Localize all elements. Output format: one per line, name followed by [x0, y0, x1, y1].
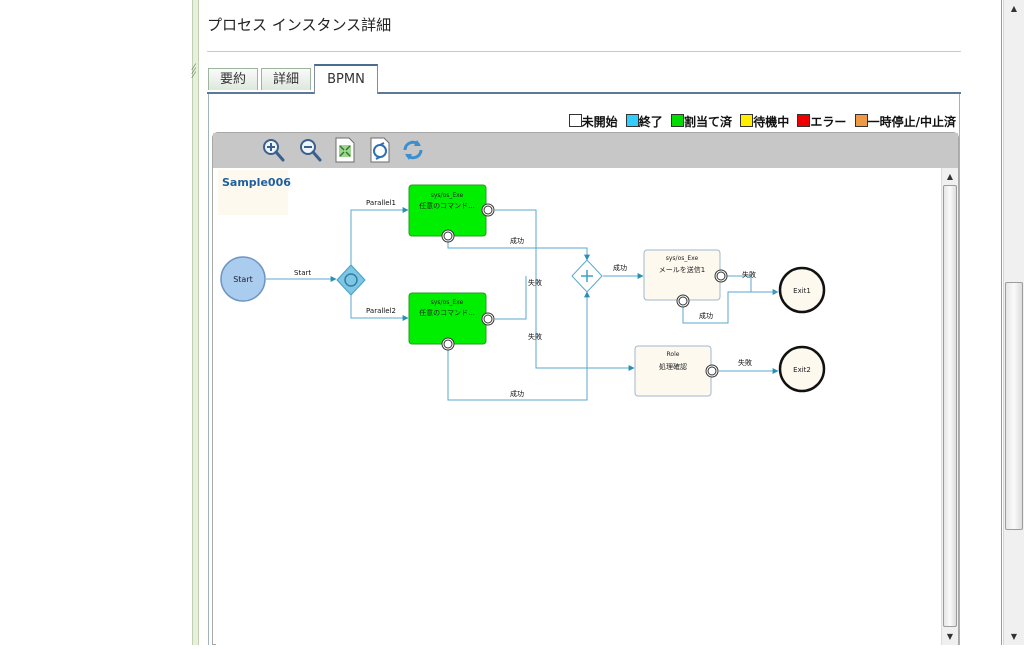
- page-title: プロセス インスタンス詳細: [207, 16, 392, 34]
- legend-label-suspended: 一時停止/中止済: [867, 115, 956, 129]
- legend-swatch-suspended: [854, 114, 868, 127]
- refresh-icon: [403, 140, 423, 160]
- process-name: Sample006: [222, 176, 291, 189]
- task-2-type: sys/os_Exe: [431, 299, 464, 306]
- legend-label-waiting: 待機中: [753, 115, 790, 129]
- tab-bpmn[interactable]: BPMN: [314, 64, 378, 94]
- start-event-label: Start: [233, 275, 253, 284]
- flow-label-success3: 成功: [613, 263, 627, 272]
- tab-panel: [208, 94, 960, 645]
- legend-label-assigned: 割当て済: [684, 115, 733, 129]
- tab-summary[interactable]: 要約: [208, 68, 258, 90]
- flow-success2: [447, 291, 590, 401]
- end-event-exit2-label: Exit2: [793, 366, 811, 374]
- legend-label-finished: 終了: [638, 115, 663, 129]
- zoom-out-button[interactable]: [297, 136, 323, 164]
- viewer-toolbar: [213, 133, 958, 168]
- tab-baseline: [207, 92, 961, 94]
- legend-swatch-assigned: [671, 114, 684, 127]
- flow-fail1: [495, 209, 635, 371]
- fit-page-icon: [335, 137, 355, 163]
- diagram-canvas: Sample006 Start Parallel1 Parallel2 成功 失…: [216, 168, 941, 645]
- join-gateway-plus-icon: [581, 270, 593, 282]
- export-button[interactable]: [367, 136, 393, 164]
- flow-label-fail3: 失敗: [742, 270, 756, 279]
- end-event-exit2[interactable]: [778, 345, 826, 393]
- flow-label-fail1: 失敗: [528, 278, 542, 287]
- split-gateway-icon: [344, 273, 358, 287]
- start-event[interactable]: [220, 256, 266, 302]
- task-4-name: 処理確認: [659, 362, 687, 371]
- title-divider: [207, 51, 961, 52]
- flow-label-fail4: 失敗: [738, 358, 752, 367]
- page-scroll-up-arrow-icon[interactable]: ▲: [1010, 4, 1018, 13]
- status-legend: 未開始 終了 割当て済 待機中 エラー 一時停止/中止済: [560, 113, 956, 130]
- page-scroll-down-arrow-icon[interactable]: ▼: [1010, 632, 1018, 641]
- task-4-type: Role: [667, 351, 680, 358]
- page-scroll-thumb[interactable]: [1005, 282, 1023, 530]
- task-2-name: 任意のコマンド...: [419, 308, 475, 317]
- legend-label-not-started: 未開始: [581, 115, 618, 129]
- split-gateway[interactable]: [336, 264, 366, 296]
- flow-label-success1: 成功: [510, 236, 524, 245]
- end-event-exit1-label: Exit1: [793, 287, 811, 295]
- flow-parallel2: [350, 293, 409, 321]
- legend-swatch-waiting: [740, 114, 754, 127]
- task-3-name: メールを送信1: [659, 265, 705, 274]
- flow-fail2: [495, 276, 527, 320]
- scroll-down-arrow-icon[interactable]: ▼: [946, 632, 954, 641]
- left-pane: [0, 0, 192, 645]
- scroll-up-arrow-icon[interactable]: ▲: [946, 172, 954, 181]
- flow-success3: [682, 291, 778, 324]
- export-icon: [370, 137, 390, 163]
- splitter-grip-icon[interactable]: ⁄⁄⁄: [193, 63, 195, 81]
- legend-swatch-error: [797, 114, 811, 127]
- zoom-out-icon: [300, 139, 322, 162]
- pane-splitter[interactable]: [192, 0, 199, 645]
- flow-label-parallel1: Parallel1: [366, 199, 396, 207]
- flow-label-success2: 成功: [510, 389, 524, 398]
- process-name-box: [218, 170, 288, 215]
- bpmn-diagram: Sample006 Start Parallel1 Parallel2 成功 失…: [218, 170, 826, 401]
- refresh-button[interactable]: [400, 136, 426, 164]
- page-vertical-scrollbar[interactable]: ▲ ▼: [1003, 0, 1024, 645]
- legend-label-error: エラー: [810, 115, 847, 129]
- fit-page-button[interactable]: [332, 136, 358, 164]
- diagram-scroll-thumb[interactable]: [943, 185, 957, 627]
- flow-label-start: Start: [294, 269, 311, 277]
- flow-parallel1: [350, 207, 409, 267]
- task-1-type: sys/os_Exe: [431, 192, 464, 199]
- legend-swatch-not-started: [568, 114, 582, 127]
- tab-details[interactable]: 詳細: [261, 68, 311, 90]
- flow-label-fail2: 失敗: [528, 332, 542, 341]
- zoom-in-button[interactable]: [260, 136, 286, 164]
- diagram-vertical-scrollbar[interactable]: ▲ ▼: [941, 168, 958, 645]
- zoom-in-icon: [263, 139, 285, 162]
- flow-label-success4: 成功: [699, 311, 713, 320]
- end-event-exit1[interactable]: [778, 266, 826, 314]
- flow-label-parallel2: Parallel2: [366, 307, 396, 315]
- task-1-name: 任意のコマンド...: [419, 201, 475, 210]
- legend-swatch-finished: [625, 114, 639, 127]
- task-3-type: sys/os_Exe: [666, 255, 699, 262]
